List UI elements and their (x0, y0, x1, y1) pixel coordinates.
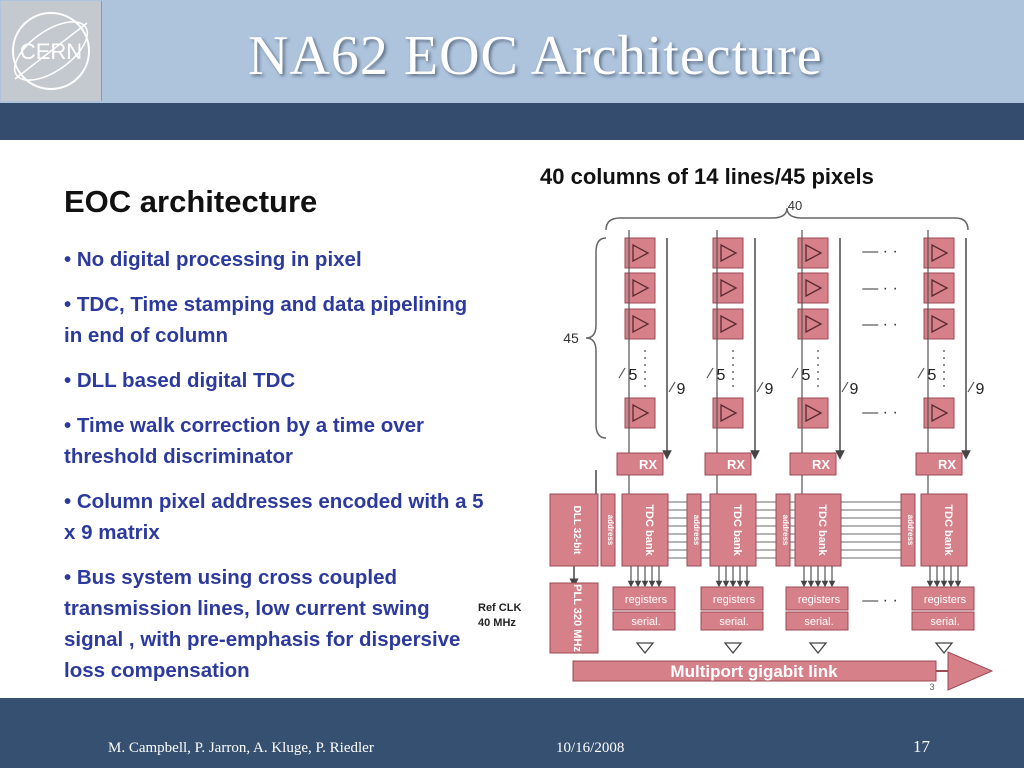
bullet-item: • Column pixel addresses encoded with a … (64, 490, 484, 544)
footer-authors: M. Campbell, P. Jarron, A. Kluge, P. Rie… (108, 740, 374, 756)
header-band (0, 103, 1024, 140)
bullet-item: • DLL based digital TDC (64, 369, 296, 392)
slide-title: NA62 EOC Architecture (248, 25, 823, 87)
cern-logo: CERN (1, 1, 102, 101)
slide-content (0, 140, 1024, 698)
bullet-list: • No digital processing in pixel • TDC, … (64, 244, 484, 700)
bullet-item: • TDC, Time stamping and data pipelining… (64, 293, 468, 347)
footer-page-number: 17 (913, 737, 930, 756)
ref-clk-label: Ref CLK 40 MHz (478, 601, 521, 631)
bullet-item: • Time walk correction by a time over th… (64, 414, 424, 468)
diagram-title: 40 columns of 14 lines/45 pixels (540, 164, 874, 189)
cern-logo-text: CERN (20, 39, 82, 64)
slide-footer (0, 698, 1024, 768)
bullet-item: • Bus system using cross coupled transmi… (64, 566, 461, 682)
bullet-item: • No digital processing in pixel (64, 248, 362, 271)
ref-clk-line1: Ref CLK (478, 602, 522, 614)
ref-clk-line2: 40 MHz (478, 617, 516, 629)
section-heading: EOC architecture (64, 184, 318, 219)
footer-date: 10/16/2008 (556, 740, 625, 756)
cern-logo-icon: CERN (12, 12, 90, 90)
slide-header (0, 0, 1024, 103)
